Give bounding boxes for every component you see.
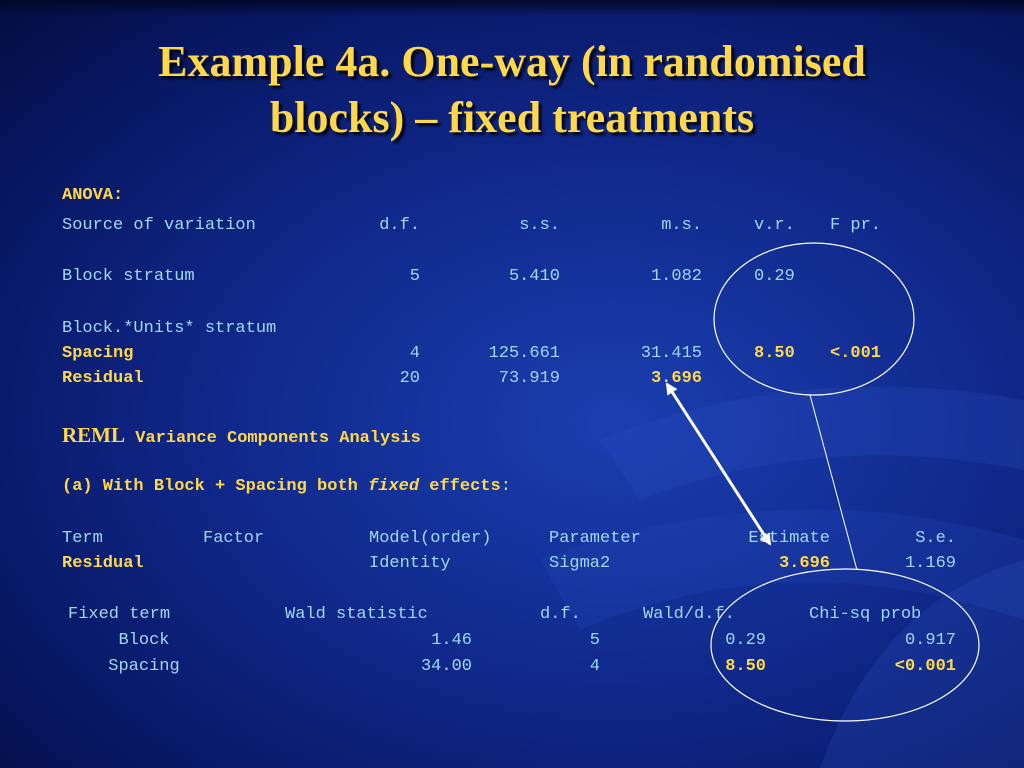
fixed-header-prob: Chi-sq prob [809,605,922,624]
slide-title: Example 4a. One-way (in randomised block… [0,34,1024,146]
reml-sub-a: (a) With Block + Spacing both [62,477,369,496]
anova-residual-ss: 73.919 [498,369,560,388]
fixed-row-block-prob: 0.917 [904,631,956,650]
anova-header-vr: v.r. [754,216,795,235]
anova-spacing-vr: 8.50 [754,344,795,363]
anova-block-ms: 1.082 [650,267,702,286]
anova-heading: ANOVA: [62,186,124,205]
anova-header-fpr: F pr. [830,216,882,235]
anova-header-df: d.f. [379,216,420,235]
fixed-header-wald: Wald statistic [285,605,428,624]
reml-sub-fixed: fixed [368,477,420,496]
reml-residual-parameter: Sigma2 [549,554,611,573]
fixed-row-spacing-term: Spacing [108,657,180,676]
reml-sub-colon: : [500,477,511,496]
fixed-row-block-df: 5 [589,631,600,650]
anova-residual-label: Residual [62,369,144,388]
top-band [0,0,1024,16]
anova-spacing-fpr: <.001 [830,344,882,363]
anova-header-ss: s.s. [519,216,560,235]
fixed-row-spacing-wald: 34.00 [420,657,472,676]
anova-spacing-ss: 125.661 [488,344,560,363]
reml-residual-term: Residual [62,554,144,573]
fixed-row-block-wald: 1.46 [431,631,472,650]
anova-residual-df: 20 [399,369,420,388]
fixed-row-spacing-wdf: 8.50 [725,657,766,676]
reml-residual-estimate: 3.696 [778,554,830,573]
fixed-row-spacing-df: 4 [589,657,600,676]
reml-heading-rest: Variance Components Analysis [135,429,421,448]
fixed-header-term: Fixed term [68,605,171,624]
anova-units-stratum-label: Block.*Units* stratum [62,319,277,338]
anova-block-ss: 5.410 [508,267,560,286]
anova-block-label: Block stratum [62,267,195,286]
reml-header-parameter: Parameter [549,529,641,548]
title-line-1: Example 4a. One-way (in randomised [158,37,866,86]
reml-heading-bold: REML [62,423,125,447]
anova-header-source: Source of variation [62,216,256,235]
fixed-row-spacing-prob: <0.001 [894,657,956,676]
anova-header-ms: m.s. [661,216,702,235]
anova-block-vr: 0.29 [754,267,795,286]
reml-header-factor: Factor [203,529,265,548]
reml-heading: REML Variance Components Analysis [62,425,421,449]
title-line-2: blocks) – fixed treatments [269,93,755,142]
reml-subheading: (a) With Block + Spacing both fixed effe… [62,477,511,497]
reml-header-se: S.e. [915,529,956,548]
anova-residual-ms: 3.696 [650,369,702,388]
reml-header-estimate: Estimate [748,529,830,548]
anova-spacing-ms: 31.415 [640,344,702,363]
reml-residual-model: Identity [369,554,451,573]
anova-spacing-label: Spacing [62,344,134,363]
anova-block-df: 5 [409,267,420,286]
fixed-header-df: d.f. [540,605,581,624]
fixed-row-block-wdf: 0.29 [725,631,766,650]
anova-spacing-df: 4 [409,344,420,363]
fixed-header-wdf: Wald/d.f. [643,605,735,624]
reml-residual-se: 1.169 [904,554,956,573]
reml-header-model: Model(order) [369,529,492,548]
reml-header-term: Term [62,529,103,548]
reml-sub-effects: effects [419,477,501,496]
fixed-row-block-term: Block [118,631,170,650]
